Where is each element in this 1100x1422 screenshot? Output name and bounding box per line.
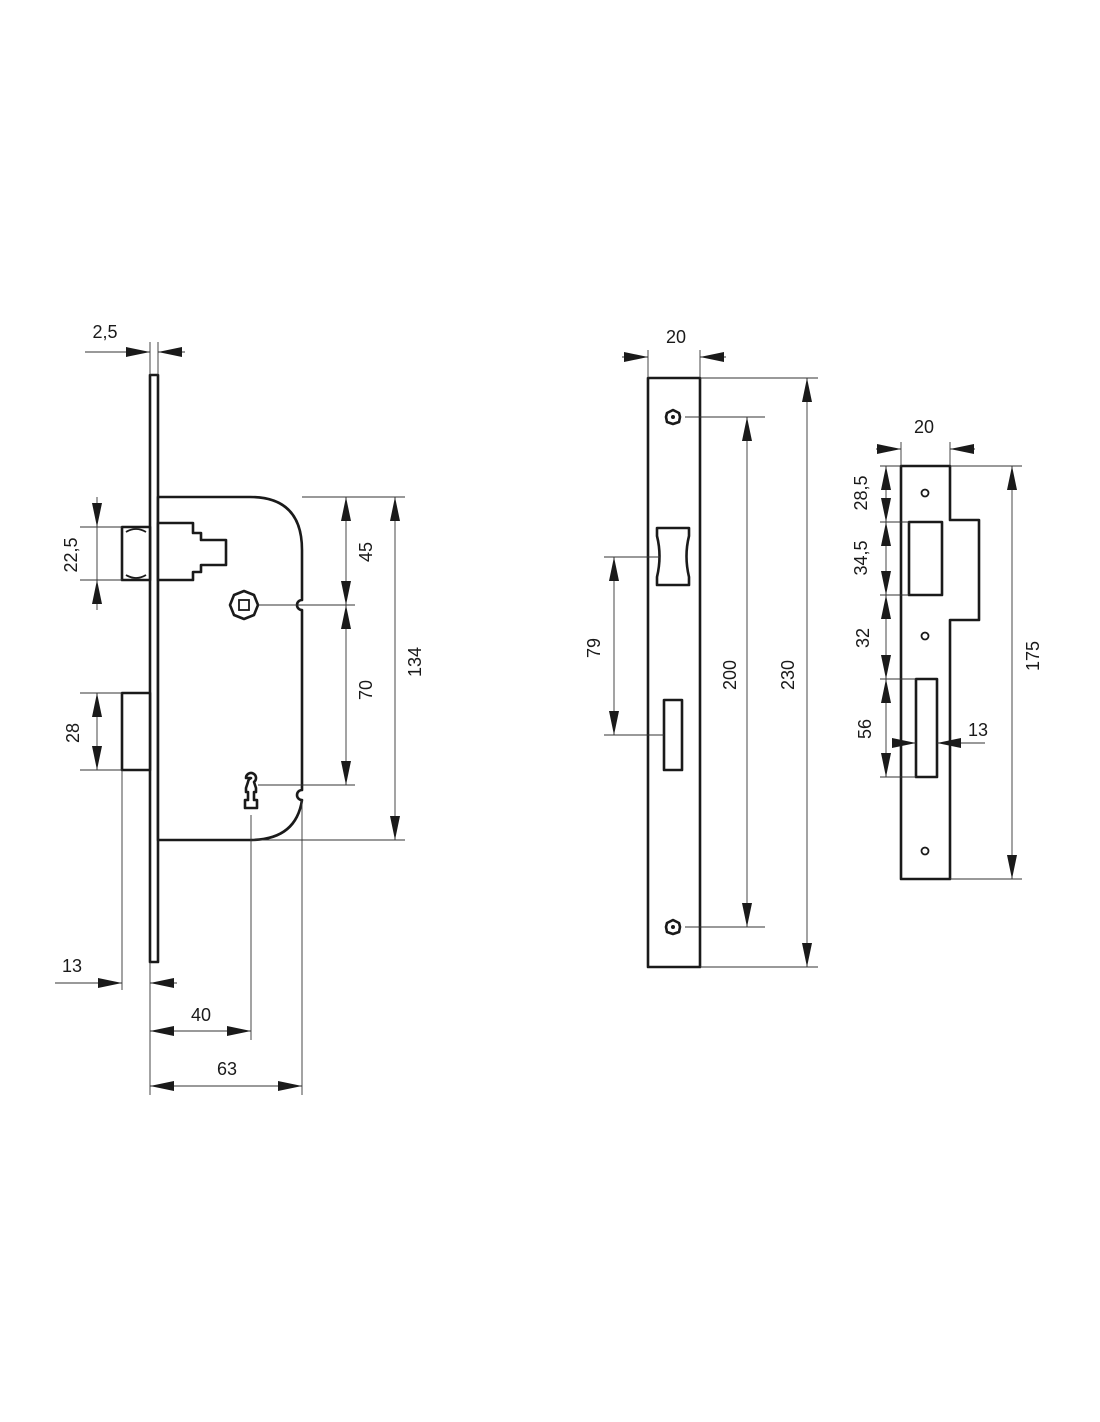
bolt-opening [662,698,684,772]
dim-strike-length: 175 [1023,641,1043,671]
keyhole-icon [243,771,259,810]
dim-screw-centers: 200 [720,660,740,690]
screw-icon [664,918,682,936]
faceplate-view: 20 79 200 230 [584,327,818,969]
screw-hole-icon [920,631,930,641]
dim-latch-hole-height: 34,5 [851,540,871,575]
dim-bolt-hole-width: 13 [968,720,988,740]
dim-follower-to-keyhole: 70 [356,680,376,700]
latch-bolt [120,525,152,582]
dim-bolt-hole-height: 56 [855,719,875,739]
dim-latch-height: 22,5 [61,537,81,572]
dim-top-to-follower: 45 [356,542,376,562]
dim-faceplate-width: 20 [666,327,686,347]
lock-case [156,495,304,842]
dim-case-height: 134 [405,647,425,677]
spindle-follower-icon [228,589,260,621]
dim-faceplate-length: 230 [778,660,798,690]
dim-backset: 40 [191,1005,211,1025]
dim-case-depth: 63 [217,1059,237,1079]
dim-bolt-height: 28 [63,723,83,743]
latch-bevel [125,528,147,579]
dim-gap: 32 [853,628,873,648]
screw-hole-icon [920,488,930,498]
dead-bolt [120,691,152,772]
latch-opening [655,526,691,587]
strike-plate-view: 20 28,5 34,5 32 56 13 175 [851,417,1043,881]
latch-hole [907,520,944,597]
dim-strike-width: 20 [914,417,934,437]
dim-bolt-projection: 13 [62,956,82,976]
screw-icon [664,408,682,426]
dim-faceplate-thickness: 2,5 [92,322,117,342]
dim-latch-to-bolt: 79 [584,638,604,658]
bolt-hole [914,677,939,779]
faceplate [646,376,702,969]
lock-body-view: 2,5 22,5 28 45 70 134 13 40 63 [55,322,425,1095]
latch-tail [156,521,228,582]
dim-top-to-latch-hole: 28,5 [851,475,871,510]
screw-hole-icon [920,846,930,856]
